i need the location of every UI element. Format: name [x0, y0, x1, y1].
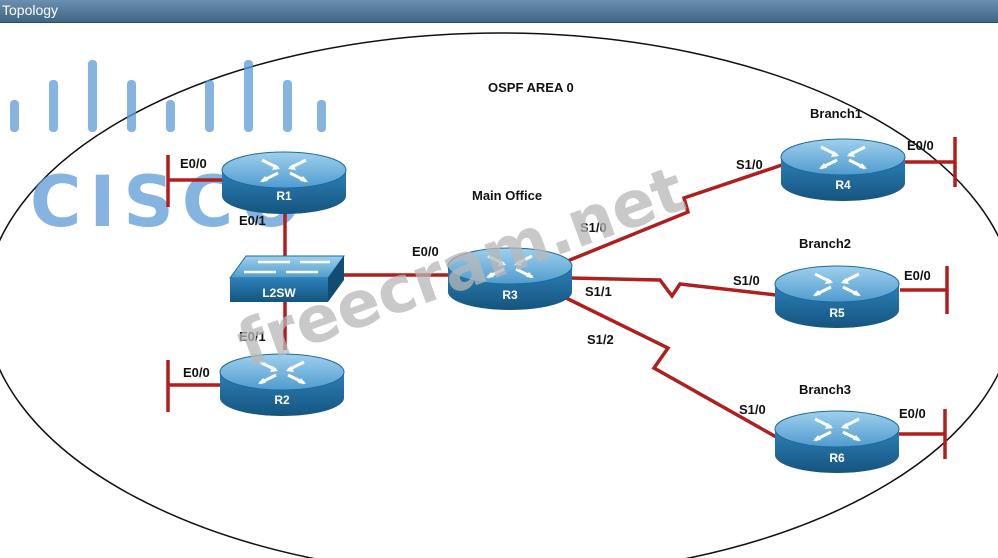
r1-e00-label: E0/0 — [180, 156, 207, 171]
r5-s10-label: S1/0 — [733, 273, 760, 288]
r2-e00-label: E0/0 — [183, 365, 210, 380]
site-main-office: Main Office — [472, 188, 542, 203]
topology-diagram: CISCO L2SW R1 R2 — [0, 32, 998, 558]
r6-e00-label: E0/0 — [899, 406, 926, 421]
r5-e00-label: E0/0 — [904, 268, 931, 283]
router-r4-label: R4 — [835, 178, 851, 192]
site-branch1: Branch1 — [810, 106, 862, 121]
r3-s12-label: S1/2 — [587, 332, 614, 347]
link-r3-r4 — [564, 163, 783, 264]
r2-e01-label: E0/1 — [239, 329, 266, 344]
r4-e00-label: E0/0 — [907, 138, 934, 153]
link-r3-r5 — [569, 276, 777, 300]
site-branch2: Branch2 — [799, 236, 851, 251]
router-r1[interactable]: R1 — [220, 150, 348, 216]
r4-s10-label: S1/0 — [736, 157, 763, 172]
cisco-logo-watermark: CISCO — [10, 60, 326, 243]
ospf-area-boundary — [0, 32, 998, 558]
links — [166, 137, 957, 459]
area-label: OSPF AREA 0 — [488, 80, 574, 95]
r1-e01-label: E0/1 — [239, 213, 266, 228]
link-r3-r6 — [559, 293, 779, 440]
interface-labels: E0/0 E0/1 E0/1 E0/0 E0/0 S1/0 S1/1 S1/2 … — [180, 138, 934, 421]
r6-s10-label: S1/0 — [739, 402, 766, 417]
router-r6[interactable]: R6 — [773, 409, 901, 475]
r3-s10-label: S1/0 — [580, 220, 607, 235]
router-r4[interactable]: R4 — [779, 137, 907, 203]
r3-e00-label: E0/0 — [412, 244, 439, 259]
router-r2-label: R2 — [274, 393, 290, 407]
window-titlebar: Topology — [0, 0, 998, 23]
router-r3[interactable]: R3 — [446, 246, 574, 312]
router-r5[interactable]: R5 — [773, 264, 901, 330]
site-branch3: Branch3 — [799, 382, 851, 397]
switch-label: L2SW — [262, 286, 296, 300]
window-title: Topology — [2, 2, 59, 18]
r3-s11-label: S1/1 — [585, 284, 612, 299]
router-r3-label: R3 — [502, 288, 518, 302]
switch-l2sw[interactable]: L2SW — [229, 255, 345, 302]
router-r1-label: R1 — [276, 189, 292, 203]
router-r5-label: R5 — [829, 306, 845, 320]
router-r6-label: R6 — [829, 451, 845, 465]
router-r2[interactable]: R2 — [218, 352, 346, 418]
